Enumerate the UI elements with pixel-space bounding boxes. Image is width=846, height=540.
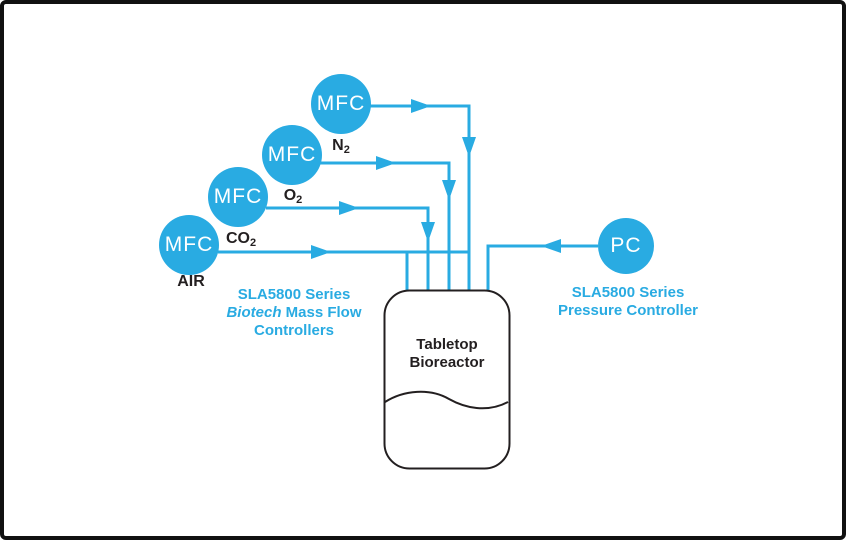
mfc-circle-air — [159, 215, 219, 275]
arrow-right-air-icon — [311, 245, 331, 259]
gas-label-o2-sub: 2 — [296, 194, 303, 206]
gas-label-n2-sub: 2 — [343, 144, 350, 156]
mfc-group-caption-line3: Controllers — [253, 322, 335, 339]
mfc-circle-co2 — [208, 167, 268, 227]
arrow-right-co2-icon — [339, 201, 359, 215]
arrow-right-n2-icon — [411, 99, 431, 113]
flow-line-pc — [486, 244, 598, 292]
gas-label-co2-sub: 2 — [249, 237, 257, 249]
mfc-group-caption-line2: Biotech Mass Flow — [226, 304, 361, 322]
arrow-left-pc-icon — [541, 239, 561, 253]
pc-circle — [598, 218, 654, 274]
arrow-down-co2-icon — [421, 222, 435, 242]
gas-label-air: AIR — [177, 273, 205, 290]
gas-label-n2: N2 — [332, 137, 350, 156]
gas-label-co2: CO2 — [225, 230, 257, 249]
bioreactor-vessel — [383, 289, 511, 470]
gas-label-n2-base: N — [332, 137, 344, 154]
gas-label-o2: O2 — [283, 187, 303, 206]
flow-line-o2 — [320, 161, 451, 292]
mfc-circle-n2 — [311, 74, 371, 134]
flow-line-co2 — [266, 206, 430, 292]
mfc-o2-label: MFC — [267, 143, 317, 166]
mfc-air-label: MFC — [164, 233, 214, 256]
mfc-group-caption: SLA5800 Series Biotech Mass Flow Control… — [226, 286, 361, 340]
gas-label-o2-base: O — [283, 187, 297, 204]
mfc-n2-label: MFC — [316, 92, 366, 115]
mfc-group-caption-line2-rest: Mass Flow — [281, 304, 362, 321]
bioreactor-label-line1: Tabletop — [416, 336, 478, 353]
mfc-group-caption-line1: SLA5800 Series — [237, 286, 351, 303]
pc-group-caption-line1: SLA5800 Series — [571, 284, 685, 301]
mfc-group-caption-line2-italic: Biotech — [226, 304, 282, 321]
flow-diagram — [159, 74, 654, 470]
mfc-circle-o2 — [262, 125, 322, 185]
arrow-right-o2-icon — [376, 156, 396, 170]
flow-line-n2 — [370, 104, 471, 292]
bioreactor-label-line2: Bioreactor — [409, 354, 485, 371]
pc-label: PC — [610, 234, 642, 257]
arrow-down-o2-icon — [442, 180, 456, 200]
arrow-down-n2-icon — [462, 137, 476, 157]
bioreactor-label: Tabletop Bioreactor — [409, 336, 484, 372]
pc-group-caption-line2: Pressure Controller — [557, 302, 699, 319]
gas-label-co2-base: CO — [225, 230, 250, 247]
pc-group-caption: SLA5800 Series Pressure Controller — [558, 284, 698, 320]
mfc-co2-label: MFC — [213, 185, 263, 208]
liquid-level-wave — [384, 390, 509, 410]
